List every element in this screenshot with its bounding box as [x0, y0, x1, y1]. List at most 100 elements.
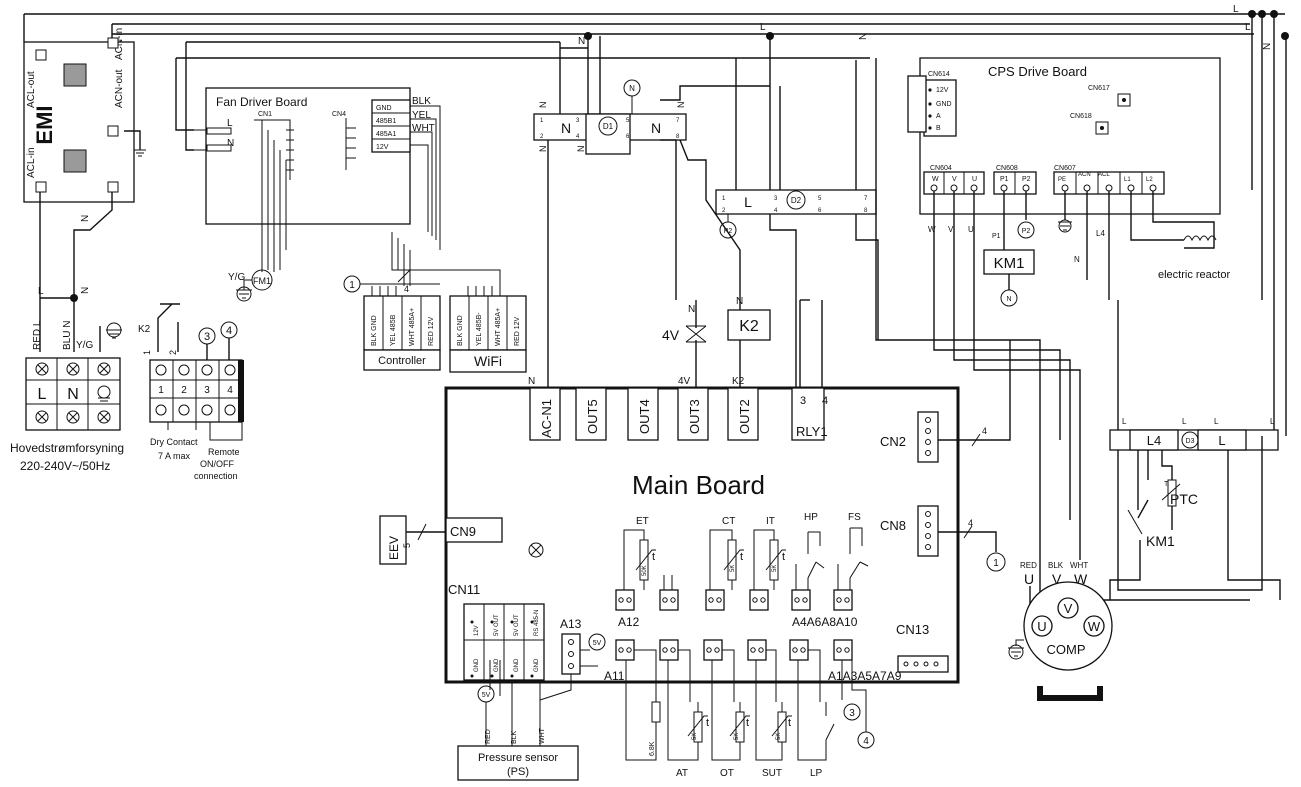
sensor-value: 5K: [692, 733, 698, 740]
sensor-et-label: ET: [636, 516, 649, 527]
wire-p1-label: P1: [992, 233, 1001, 240]
pin: 3: [576, 118, 580, 124]
cn608-pin: P2: [1022, 176, 1031, 183]
wire-yg-label: Y/G: [76, 340, 93, 351]
cross-wires: [875, 58, 1081, 560]
p2-circle-label: P2: [1022, 228, 1031, 235]
cn618-label: CN618: [1070, 113, 1092, 120]
dry-contact: K2 1 2 3 4 1 2 3 4 Dry Contact 7 A max R…: [138, 303, 244, 481]
terminal-screw-icon: [35, 49, 47, 61]
emi-coil-icon: [63, 149, 87, 173]
sensor-value: 5K: [776, 733, 782, 740]
controller-pin: RED 12V: [428, 316, 435, 346]
thermistor-t: t: [706, 717, 709, 729]
reactor-label: electric reactor: [1158, 269, 1230, 281]
cn11-pin: 5V OUT: [514, 614, 520, 636]
l-terminal-label: L: [744, 194, 752, 210]
wire-n-label: N: [538, 146, 548, 153]
emi-acn-in: ACN-in: [114, 28, 125, 60]
thermistor-t: t: [740, 551, 743, 563]
ground-icon: [134, 149, 146, 157]
pin: 2: [540, 134, 544, 140]
cn608-label: CN608: [996, 165, 1018, 172]
a12-label: A12: [618, 615, 640, 629]
comp-v-label: V: [1052, 571, 1062, 587]
cn604-pin: V: [952, 176, 957, 183]
wire-red-label: RED L: [32, 320, 43, 350]
d2-label: D2: [791, 196, 802, 205]
cn608-pin: P1: [1000, 176, 1009, 183]
cn607-pin: ACL: [1098, 172, 1110, 178]
wifi-pin: YEL 485B-: [476, 312, 483, 346]
wire-n-label: N: [688, 304, 695, 315]
port-out2: OUT2: [737, 399, 752, 434]
thermistor-t: t: [788, 717, 791, 729]
bus-count-label: 4: [982, 426, 987, 436]
k2-label: K2: [138, 324, 151, 335]
cn11-label: CN11: [448, 582, 480, 597]
n-left-label: N: [561, 120, 571, 136]
emi-acn-out: ACN-out: [114, 69, 125, 108]
cn13-label: CN13: [896, 622, 929, 637]
valve-4v-label: 4V: [662, 327, 680, 343]
a13-label: A13: [560, 617, 582, 631]
ptc-label: PTC: [1170, 491, 1198, 507]
controller: BLK GND YEL 485B WHT 485A+ RED 12V Contr…: [363, 295, 441, 371]
port-rly1: RLY1: [796, 424, 828, 439]
sensor-value: 5K: [730, 565, 736, 572]
terminal-4: 4: [227, 385, 233, 396]
cn617-label: CN617: [1088, 85, 1110, 92]
a1-a9-label: A1A3A5A7A9: [828, 669, 902, 683]
bus-count-label: 5: [402, 543, 412, 548]
wifi-module: BLK GND YEL 485B- WHT 485A+ RED 12V WiFi: [449, 295, 527, 373]
pressure-sensor: 5V RED BLK WHT Pressure sensor (PS): [457, 660, 579, 781]
sensor-it-label: IT: [766, 516, 775, 527]
supply-wiring: N L N RED L BLU N Y/G: [32, 192, 122, 352]
pin-label: 2: [168, 350, 178, 355]
ground-icon: [106, 329, 122, 339]
wire-blu-label: BLU N: [62, 321, 73, 350]
connector-3-label: 3: [204, 331, 210, 343]
wire-n-label: N: [80, 287, 91, 294]
k2-label: K2: [739, 318, 759, 335]
pin: 1: [722, 196, 726, 202]
cn607-pin: ACN: [1078, 172, 1091, 178]
5v-circle-label: 5V: [482, 692, 491, 699]
a11-label: A11: [604, 669, 625, 683]
pin: 8: [864, 208, 868, 214]
remote-label: ON/OFF: [200, 459, 234, 469]
wire-u-label: U: [968, 225, 974, 234]
controller-pin: BLK GND: [371, 315, 378, 346]
sensor-value: 6.8K: [649, 741, 656, 756]
cps-drive-board: CPS Drive Board CN614 12V GND A B CN617 …: [907, 57, 1230, 330]
fan-driver-board: Fan Driver Board CN1 CN4 L N GND 485B1 4…: [175, 41, 560, 302]
edge-n-label: N: [858, 33, 869, 40]
cn4-label: CN4: [332, 111, 346, 118]
supply-term-n: N: [67, 386, 79, 403]
cn11-pin: 5V OUT: [494, 614, 500, 636]
pin: 2: [722, 208, 726, 214]
terminal-1: 1: [158, 385, 164, 396]
n-circle-label: N: [1006, 296, 1011, 303]
cn11-pin: GND: [494, 658, 500, 672]
pin-label: 1: [142, 350, 152, 355]
edge-n-label: N: [1262, 43, 1273, 50]
cn614-pin: GND: [936, 101, 952, 108]
wire-l-label: L: [1122, 417, 1127, 426]
wire-yel-label: YEL: [412, 110, 431, 121]
pin: 4: [576, 134, 580, 140]
wifi-pin: BLK GND: [457, 315, 464, 346]
comp-pin-w: W: [1088, 619, 1101, 634]
cn8-label: CN8: [880, 518, 906, 533]
edge-l-label: L: [760, 22, 766, 33]
ptc-t-label: T: [1164, 481, 1169, 488]
sensor-ct-label: CT: [722, 516, 735, 527]
sensor-value: 50K: [642, 565, 648, 576]
wire-l4-label: L4: [1096, 229, 1105, 238]
emi-acl-out: ACL-out: [26, 71, 37, 108]
rly-pin-3: 3: [800, 395, 806, 407]
n-right-label: N: [651, 120, 661, 136]
comp-u-label: U: [1024, 571, 1034, 587]
top-buses: L N N N L L: [23, 4, 1289, 436]
cn614-label: CN614: [928, 71, 950, 78]
